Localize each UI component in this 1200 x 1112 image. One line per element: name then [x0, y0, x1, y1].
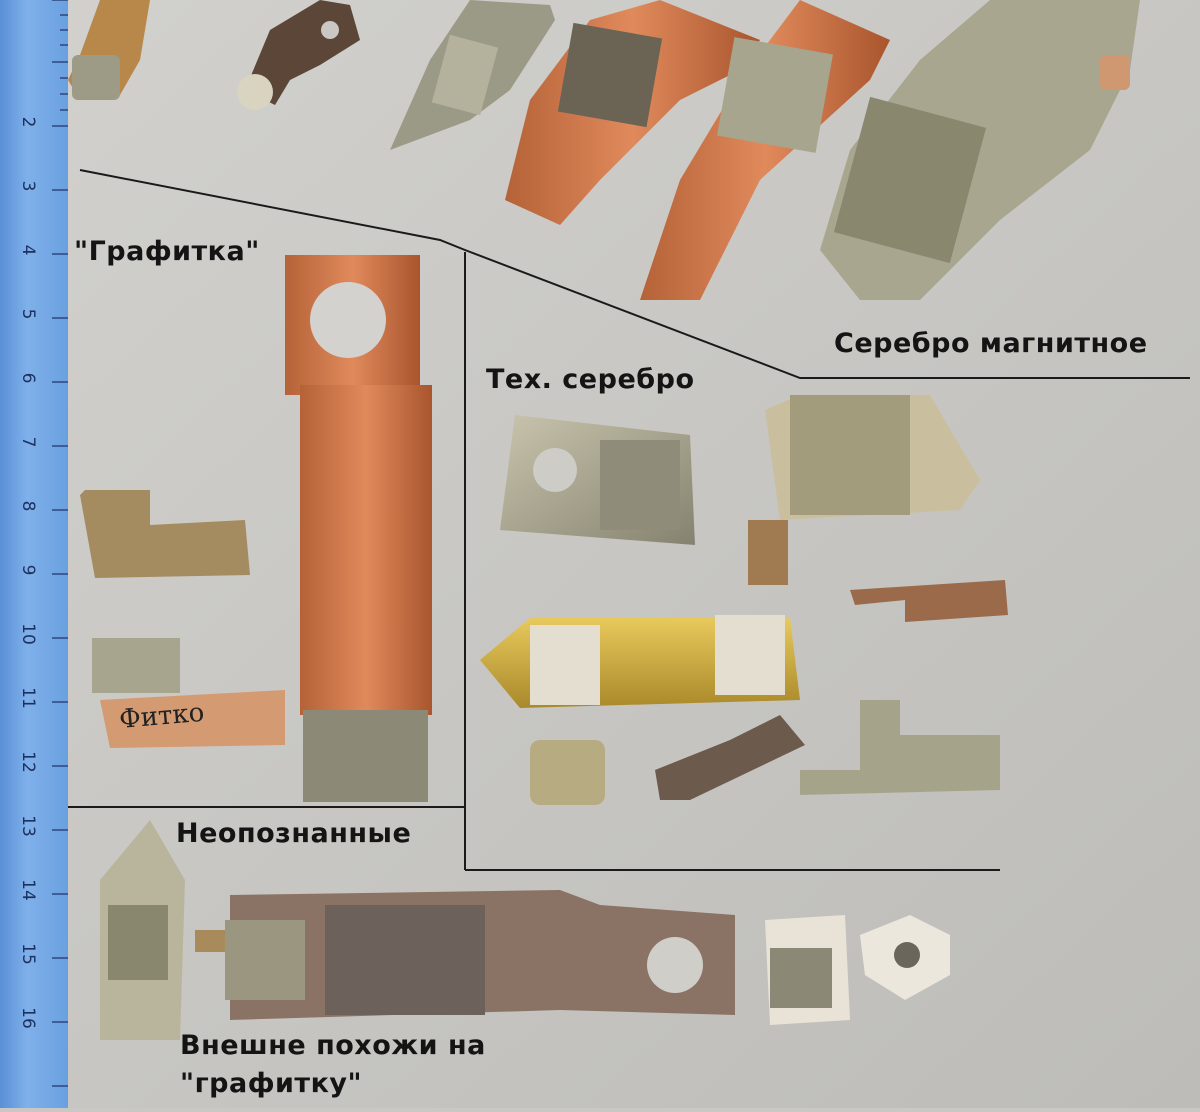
svg-text:Фитко: Фитко [118, 698, 205, 735]
tech-silver-part-1 [500, 415, 695, 545]
label-neopoznannye: Неопознанные [176, 818, 412, 849]
ruler-number: 15 [18, 943, 38, 965]
ruler-number: 13 [18, 815, 38, 837]
ruler-number: 4 [18, 244, 38, 256]
ruler-number: 12 [18, 751, 38, 773]
graphitka-busbar [285, 255, 432, 802]
ruler-number: 16 [18, 1007, 38, 1029]
unidentified-contact-1 [100, 820, 185, 1040]
ruler-number: 3 [18, 180, 38, 192]
top-contact-5 [640, 0, 890, 300]
ceramic-nut [860, 915, 950, 1000]
ruler-number: 10 [18, 623, 38, 645]
top-contact-6 [820, 0, 1140, 300]
top-contact-4 [505, 0, 760, 225]
label-grafitka: "Графитка" [74, 236, 260, 267]
ruler-number: 6 [18, 372, 38, 384]
label-teh-serebro: Тех. серебро [486, 364, 695, 395]
small-bracket-1 [850, 580, 1008, 622]
label-vneshne-line1: Внешне похожи на [180, 1030, 486, 1061]
ruler-number: 9 [18, 564, 38, 576]
ruler-number: 14 [18, 879, 38, 901]
ruler-number: 8 [18, 500, 38, 512]
unidentified-busbar [195, 890, 735, 1020]
ruler-number: 2 [18, 116, 38, 128]
small-bracket-2 [530, 700, 1000, 805]
ceramic-contact [765, 915, 850, 1025]
top-contact-3 [390, 0, 555, 150]
tech-silver-part-2 [748, 395, 980, 585]
divider-lines [60, 169, 1190, 871]
graphitka-bracket-1 [80, 490, 250, 578]
ruler: 2 3 4 5 6 7 8 9 10 11 12 13 14 15 16 [0, 0, 68, 1108]
graphitka-bracket-2: Фитко [92, 638, 285, 748]
label-serebro-magnitnoe: Серебро магнитное [834, 328, 1148, 359]
ruler-number: 5 [18, 308, 38, 320]
ruler-number: 11 [18, 687, 38, 709]
brass-strip-part [480, 615, 800, 708]
ruler-ticks [52, 0, 68, 1087]
top-contact-2 [237, 0, 360, 110]
label-vneshne-line2: "графитку" [180, 1068, 363, 1099]
ruler-number: 7 [18, 436, 38, 448]
top-contact-1 [68, 0, 150, 100]
